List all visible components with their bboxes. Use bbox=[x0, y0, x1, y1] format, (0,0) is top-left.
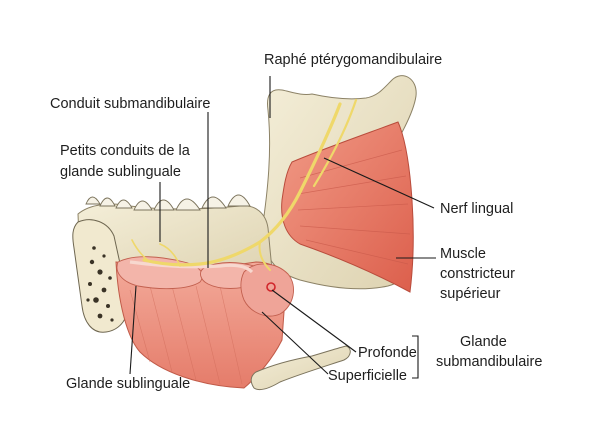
mylohyoid-striations bbox=[129, 285, 243, 385]
muscle-striations bbox=[297, 149, 411, 265]
label-glande-line1: Glande bbox=[460, 334, 507, 350]
label-conduit-submandibulaire: Conduit submandibulaire bbox=[50, 96, 210, 112]
label-petits-conduits-line1: Petits conduits de la bbox=[60, 143, 191, 159]
leader-lines bbox=[129, 76, 436, 379]
cancellous-bone-dots bbox=[86, 246, 114, 322]
labels: Raphé ptérygomandibulaire Conduit subman… bbox=[50, 52, 542, 392]
label-muscle-line3: supérieur bbox=[440, 286, 501, 302]
label-muscle-line2: constricteur bbox=[440, 266, 515, 282]
label-nerf-lingual: Nerf lingual bbox=[440, 201, 513, 217]
label-glande-sublinguale: Glande sublinguale bbox=[66, 376, 190, 392]
label-superficielle: Superficielle bbox=[328, 368, 407, 384]
teeth bbox=[85, 194, 251, 211]
leader-superficielle bbox=[261, 311, 329, 375]
mandible-cut-surface bbox=[72, 219, 129, 333]
gland-marker bbox=[266, 282, 276, 292]
label-raphe: Raphé ptérygomandibulaire bbox=[264, 52, 442, 68]
leader-profonde bbox=[271, 289, 357, 353]
leader-nerf-lingual bbox=[323, 157, 435, 209]
leader-glande-sublinguale bbox=[129, 285, 137, 375]
hyoid-bone bbox=[250, 345, 351, 391]
glande-bracket bbox=[412, 335, 419, 379]
label-glande-line2: submandibulaire bbox=[436, 354, 542, 370]
label-muscle-line1: Muscle bbox=[440, 246, 486, 262]
submandibular-duct bbox=[129, 260, 254, 274]
lingual-nerve bbox=[131, 98, 358, 271]
label-profonde: Profonde bbox=[358, 345, 417, 361]
label-petits-conduits-line2: glande sublinguale bbox=[60, 164, 181, 180]
